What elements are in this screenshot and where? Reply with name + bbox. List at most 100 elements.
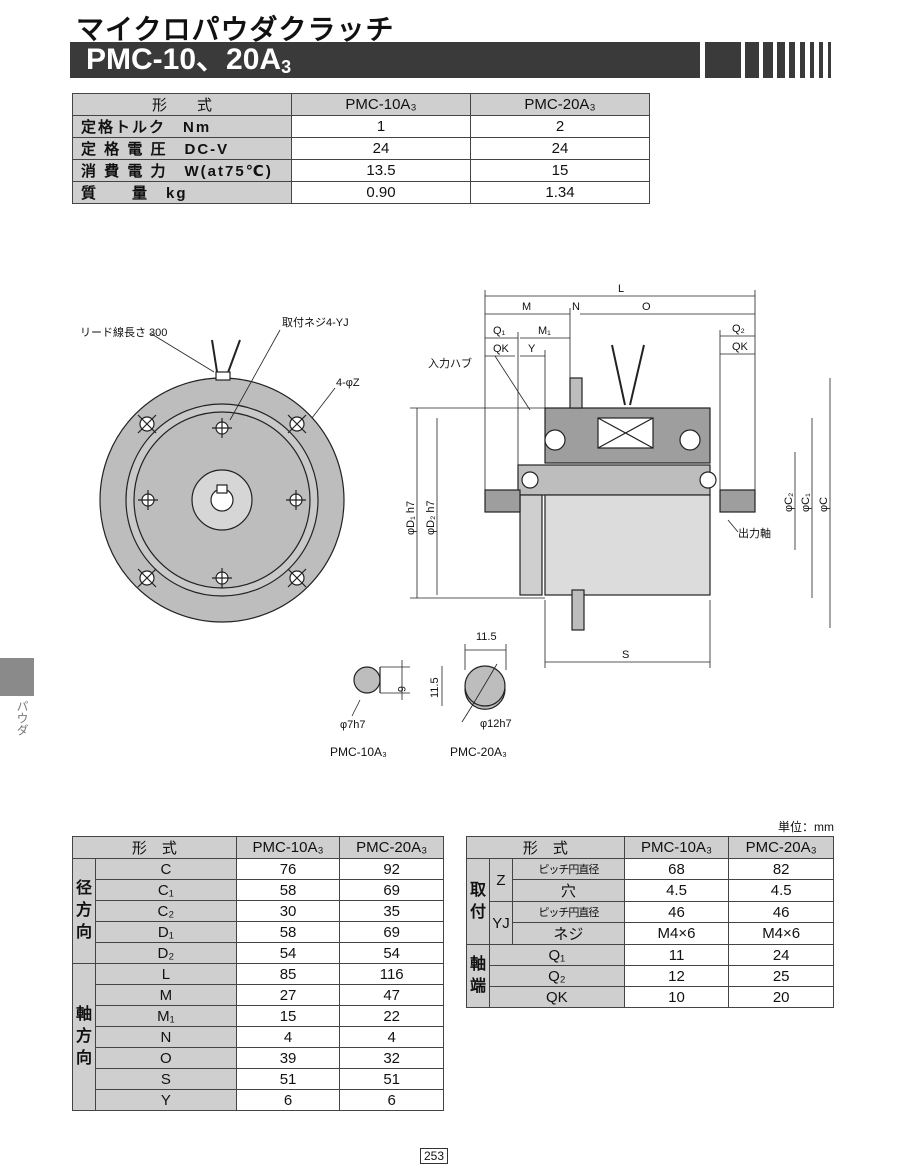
sub-label: ピッチ円直径: [512, 901, 625, 923]
dim-Q1: Q₁: [493, 325, 506, 337]
dim-value: 4.5: [728, 879, 834, 902]
group-shaft-end: 軸端: [466, 944, 490, 1008]
side-tab-text: パウダ: [15, 700, 29, 736]
dim-value: 54: [235, 942, 341, 964]
dim-value: 85: [235, 963, 341, 985]
group-axial: 軸方向: [72, 963, 96, 1111]
t1-header-label: 形 式: [72, 836, 237, 859]
side-tab: [0, 658, 34, 696]
dim-value: 76: [235, 858, 341, 880]
group-mount: 取付: [466, 858, 490, 945]
technical-drawing: リード線長さ 300 取付ネジ4-YJ 4-φZ 入力ハブ 出力軸 L M N …: [80, 283, 831, 759]
dim-symbol: D₂: [95, 942, 237, 964]
mount-hole: [137, 414, 307, 588]
spec-value: 0.90: [291, 181, 471, 204]
dim-C2: φC₂: [783, 493, 795, 512]
spec-value: 24: [470, 137, 650, 160]
input-shaft: [484, 489, 521, 513]
dim-value: 4: [339, 1026, 444, 1048]
dim-value: 69: [339, 879, 444, 901]
stripe: [705, 42, 741, 78]
dim-O: O: [642, 301, 651, 313]
t2-header-col2: PMC-20A₃: [728, 836, 834, 859]
sub-label: 穴: [512, 879, 625, 902]
dim-S: S: [622, 649, 629, 661]
t2-header-col1: PMC-10A₃: [623, 836, 730, 859]
banner-stripes: [705, 42, 835, 78]
dim-value: 68: [623, 858, 730, 880]
dim-symbol: S: [95, 1068, 237, 1090]
dim-symbol: D₁: [95, 921, 237, 943]
spec-label: 消 費 電 力 W(at75℃): [72, 159, 292, 182]
dim-C: φC: [818, 497, 830, 512]
dim-symbol: C: [95, 858, 237, 880]
dim-value: 32: [339, 1047, 444, 1069]
dim-value: 6: [235, 1089, 341, 1111]
stripe: [810, 42, 814, 78]
dim-symbol: C₂: [95, 900, 237, 922]
mount-screw-label: 取付ネジ4-YJ: [282, 316, 349, 329]
lead-wire-label: リード線長さ 300: [80, 325, 167, 339]
shaft10-dim: 6: [395, 686, 407, 692]
dim-value: 15: [235, 1005, 341, 1027]
model-banner-sub: 3: [281, 57, 292, 77]
spec-header-label: 形 式: [72, 93, 292, 116]
side-housing-bottom: [544, 494, 711, 596]
stripe: [745, 42, 759, 78]
dim-symbol: C₁: [95, 879, 237, 901]
dim-symbol: N: [95, 1026, 237, 1048]
spec-header-col2: PMC-20A₃: [470, 93, 650, 116]
dim-value: 39: [235, 1047, 341, 1069]
stripe: [763, 42, 773, 78]
dim-value: 27: [235, 984, 341, 1006]
dim-value: 22: [339, 1005, 444, 1027]
spec-value: 1: [291, 115, 471, 138]
dim-value: 24: [728, 944, 834, 966]
dim-symbol: Y: [95, 1089, 237, 1111]
dim-value: 4: [235, 1026, 341, 1048]
dim-D2: φD₂ h7: [425, 500, 437, 535]
dim-M: M: [522, 301, 531, 313]
dim-value: 11: [623, 944, 730, 966]
spec-value: 15: [470, 159, 650, 182]
output-shaft-label: 出力軸: [738, 526, 771, 540]
stripe: [828, 42, 831, 78]
dim-symbol: L: [95, 963, 237, 985]
spec-value: 24: [291, 137, 471, 160]
dim-Q2: Q₂: [732, 323, 745, 335]
dim-L: L: [618, 283, 624, 295]
dim-value: M4×6: [728, 922, 834, 945]
dim-value: 51: [235, 1068, 341, 1090]
dim-value: 20: [728, 986, 834, 1008]
hole-label: 4-φZ: [336, 377, 360, 389]
spec-label: 質 量 kg: [72, 181, 292, 204]
sub-label: ネジ: [512, 922, 625, 945]
output-shaft: [719, 489, 756, 513]
model-banner-text: PMC-10、20A: [86, 43, 282, 76]
spec-label: 定格トルク Nm: [72, 115, 292, 138]
spec-value: 2: [470, 115, 650, 138]
dim-value: M4×6: [623, 922, 730, 945]
group-radial: 径方向: [72, 858, 96, 964]
shaft20-label: PMC-20A₃: [450, 745, 507, 759]
model-banner: PMC-10、20A3: [70, 42, 700, 78]
t1-header-col1: PMC-10A₃: [235, 836, 341, 859]
spec-header-col1: PMC-10A₃: [291, 93, 471, 116]
